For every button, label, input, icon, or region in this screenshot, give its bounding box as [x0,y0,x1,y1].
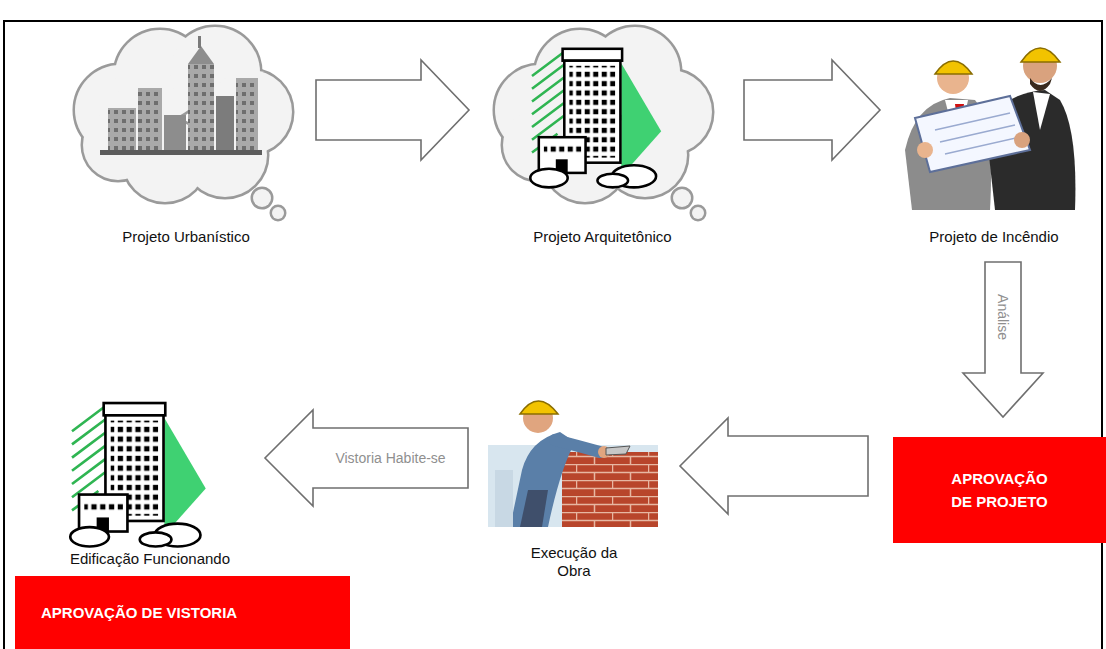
caption: Projeto Arquitetônico [533,228,671,246]
fire-plan-node: Projeto de Incêndio [890,30,1098,246]
block-arrow [744,60,880,160]
block-arrow [265,410,468,506]
block-arrow [963,262,1043,417]
frame [4,21,1102,649]
block-arrow [316,60,469,160]
city-cloud [75,27,292,219]
urban-plan-node: Projeto Urbanístico [70,30,302,246]
block-arrow [680,418,868,514]
inspection-box: APROVAÇÃO DE VISTORIA [15,576,350,649]
arrow-label: Vistoria Habite-se [335,450,445,466]
construction-node: Execução da Obra [478,385,670,580]
engineers-figure [905,48,1075,210]
box-label: APROVAÇÃO DE VISTORIA [41,601,237,624]
caption: Projeto Urbanístico [122,228,250,246]
worker-figure [488,401,658,527]
finished-building [70,403,206,546]
box-label: APROVAÇÃO DE PROJETO [940,467,1060,514]
caption: Edificação Funcionando [70,550,230,568]
caption: Execução da Obra [519,544,629,580]
approval-box: APROVAÇÃO DE PROJETO [893,437,1106,543]
architecture-plan-node: Projeto Arquitetônico [475,30,730,246]
building-node: Edificação Funcionando [45,395,255,568]
caption: Projeto de Incêndio [929,228,1058,246]
building-cloud [495,27,712,219]
arrow-label: Análise [995,295,1011,341]
